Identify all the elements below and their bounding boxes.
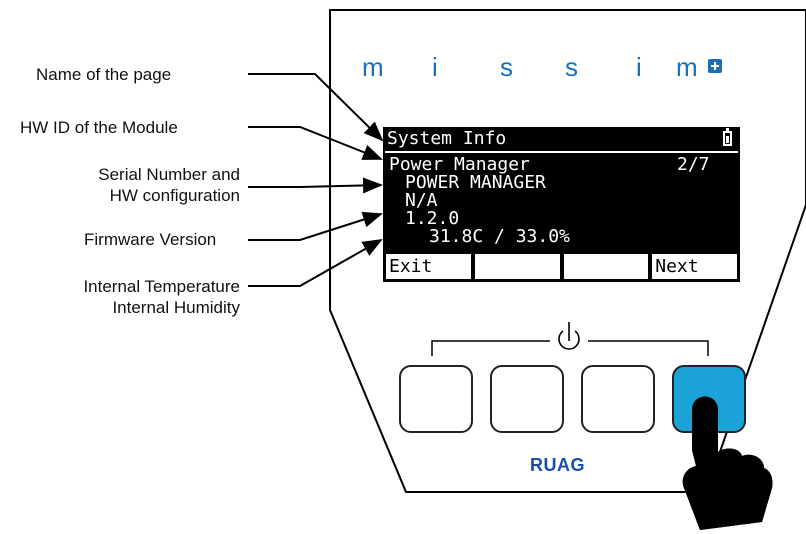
- screen-module-name: Power Manager: [389, 154, 530, 175]
- label-serial-line2: HW configuration: [109, 186, 240, 205]
- brand-letter-3: s: [500, 52, 513, 82]
- lcd-screen: System Info Power Manager 2/7 POWER MANA…: [383, 127, 740, 282]
- brand-letter-2: i: [432, 52, 438, 82]
- screen-divider: [385, 151, 738, 153]
- label-serial-line1: Serial Number and: [98, 165, 240, 184]
- power-bracket-left: [431, 340, 550, 356]
- screen-title: System Info: [387, 128, 507, 149]
- hw-button-2[interactable]: [490, 365, 564, 433]
- arrow-temp: [248, 239, 383, 287]
- ruag-logo: RUAG: [530, 455, 585, 475]
- power-bracket-right: [588, 340, 709, 356]
- plus-square-icon: [708, 59, 722, 73]
- label-firmware: Firmware Version: [84, 230, 217, 249]
- label-temp: Internal Temperature Internal Humidity: [83, 276, 240, 318]
- power-icon: [558, 322, 580, 350]
- screen-serial: N/A: [405, 190, 438, 211]
- screen-temp-humidity: 31.8C / 33.0%: [429, 226, 570, 247]
- softkey-exit[interactable]: Exit: [386, 254, 471, 279]
- screen-page-indicator: 2/7: [677, 154, 710, 175]
- arrow-hw-id: [248, 126, 383, 160]
- label-temp-line2: Internal Humidity: [112, 298, 240, 317]
- hw-button-3[interactable]: [581, 365, 655, 433]
- softkey-2[interactable]: [474, 254, 560, 279]
- softkey-next[interactable]: Next: [652, 254, 737, 279]
- arrow-serial: [248, 177, 383, 194]
- brand-letter-4: s: [565, 52, 578, 82]
- label-serial: Serial Number and HW configuration: [98, 164, 240, 206]
- hw-button-1[interactable]: [399, 365, 473, 433]
- softkey-3[interactable]: [563, 254, 649, 279]
- pointing-hand-shape: [682, 396, 773, 530]
- brand-letter-1: m: [362, 52, 384, 82]
- arrow-name-of-page: [248, 73, 384, 142]
- arrow-firmware: [248, 211, 383, 241]
- screen-hw-id: POWER MANAGER: [405, 172, 546, 193]
- battery-icon: [723, 128, 732, 146]
- screen-firmware: 1.2.0: [405, 208, 460, 229]
- softkey-row: Exit Next: [386, 254, 737, 279]
- brand-letter-5: i: [636, 52, 642, 82]
- label-hw-id: HW ID of the Module: [20, 118, 178, 137]
- label-temp-line1: Internal Temperature: [83, 277, 240, 296]
- brand-letter-6: m: [676, 52, 698, 82]
- label-name-of-page: Name of the page: [36, 65, 172, 84]
